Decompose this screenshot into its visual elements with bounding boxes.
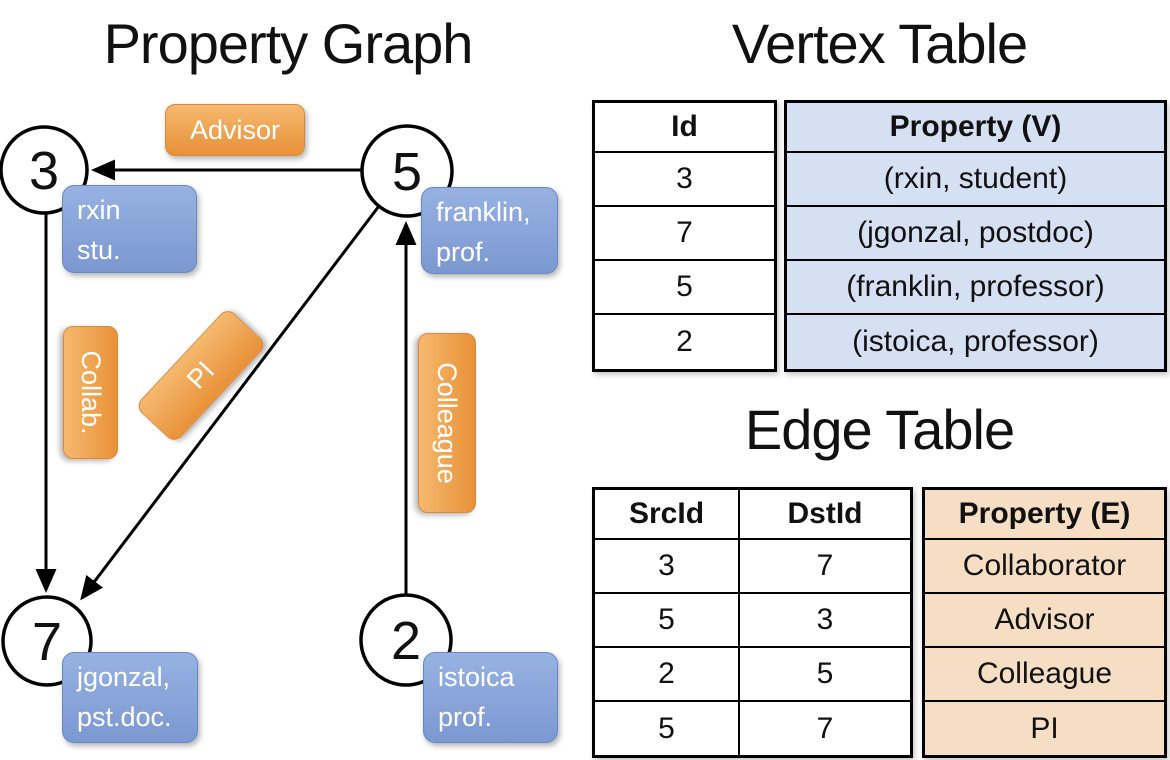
node-property-line: jgonzal,	[77, 662, 171, 692]
vertex-id-cell: 2	[676, 325, 693, 358]
vertex-id-cell: 3	[595, 153, 774, 207]
edge-line-pi-5-to-7	[80, 205, 381, 601]
vertex-property-cell: (istoica, professor)	[787, 315, 1164, 369]
node-property-line: franklin,	[436, 197, 531, 227]
edge-srcid-cell: 5	[595, 702, 740, 755]
edge-property-cell: PI	[925, 702, 1164, 755]
node-id-7: 7	[32, 612, 62, 672]
edge-label-colleague: Colleague	[418, 333, 476, 513]
edge-dstid-cell: 7	[816, 711, 834, 745]
vertex-table-id-header: Id	[595, 103, 774, 153]
node-property-box-3: rxin stu.	[62, 185, 197, 273]
property-graph-title: Property Graph	[103, 12, 474, 75]
node-property-box-7: jgonzal, pst.doc.	[62, 652, 198, 743]
node-property-line: prof.	[438, 702, 493, 732]
edge-dstid-cell: 5	[740, 648, 910, 702]
edge-table-dstid-header: DstId	[740, 490, 910, 540]
vertex-table-title: Vertex Table	[731, 12, 1028, 75]
edge-property-cell: Colleague	[925, 648, 1164, 702]
vertex-table-property-column: Property (V) (rxin, student) (jgonzal, p…	[784, 100, 1167, 372]
node-property-line: istoica	[438, 662, 515, 692]
node-property-line: rxin	[77, 195, 121, 225]
node-property-box-2: istoica prof.	[423, 652, 558, 743]
edge-table-title: Edge Table	[744, 398, 1015, 461]
vertex-table-id-column: Id 3 7 5 2	[592, 100, 777, 372]
vertex-property-cell: (jgonzal, postdoc)	[787, 207, 1164, 261]
edge-dstid-cell: 7	[740, 540, 910, 594]
vertex-id-cell: 5	[595, 261, 774, 315]
vertex-table-property-header: Property (V)	[787, 103, 1164, 153]
vertex-property-cell: (franklin, professor)	[787, 261, 1164, 315]
edge-dstid-cell: 3	[740, 594, 910, 648]
edge-srcid-cell: 3	[595, 540, 740, 594]
edge-label-collab: Collab.	[63, 326, 118, 459]
edge-property-cell: Advisor	[925, 594, 1164, 648]
node-property-line: stu.	[77, 235, 121, 265]
node-property-line: prof.	[436, 237, 491, 267]
vertex-id-cell: 7	[595, 207, 774, 261]
edge-label-advisor: Advisor	[165, 104, 305, 156]
edge-table-property-header: Property (E)	[925, 490, 1164, 540]
edge-srcid-cell: 5	[595, 594, 740, 648]
node-property-line: pst.doc.	[77, 702, 172, 732]
node-id-5: 5	[392, 142, 422, 202]
edge-table-id-columns: SrcId DstId 3 7 5 3 2 5 5 7	[592, 487, 913, 758]
edge-table-srcid-header: SrcId	[595, 490, 740, 540]
node-property-box-5: franklin, prof.	[421, 187, 558, 274]
vertex-property-cell: (rxin, student)	[787, 153, 1164, 207]
edge-property-cell: Collaborator	[925, 540, 1164, 594]
node-id-3: 3	[29, 141, 59, 201]
edge-table-property-column: Property (E) Collaborator Advisor Collea…	[922, 487, 1167, 758]
node-id-2: 2	[391, 611, 421, 671]
edge-srcid-cell: 2	[595, 648, 740, 702]
